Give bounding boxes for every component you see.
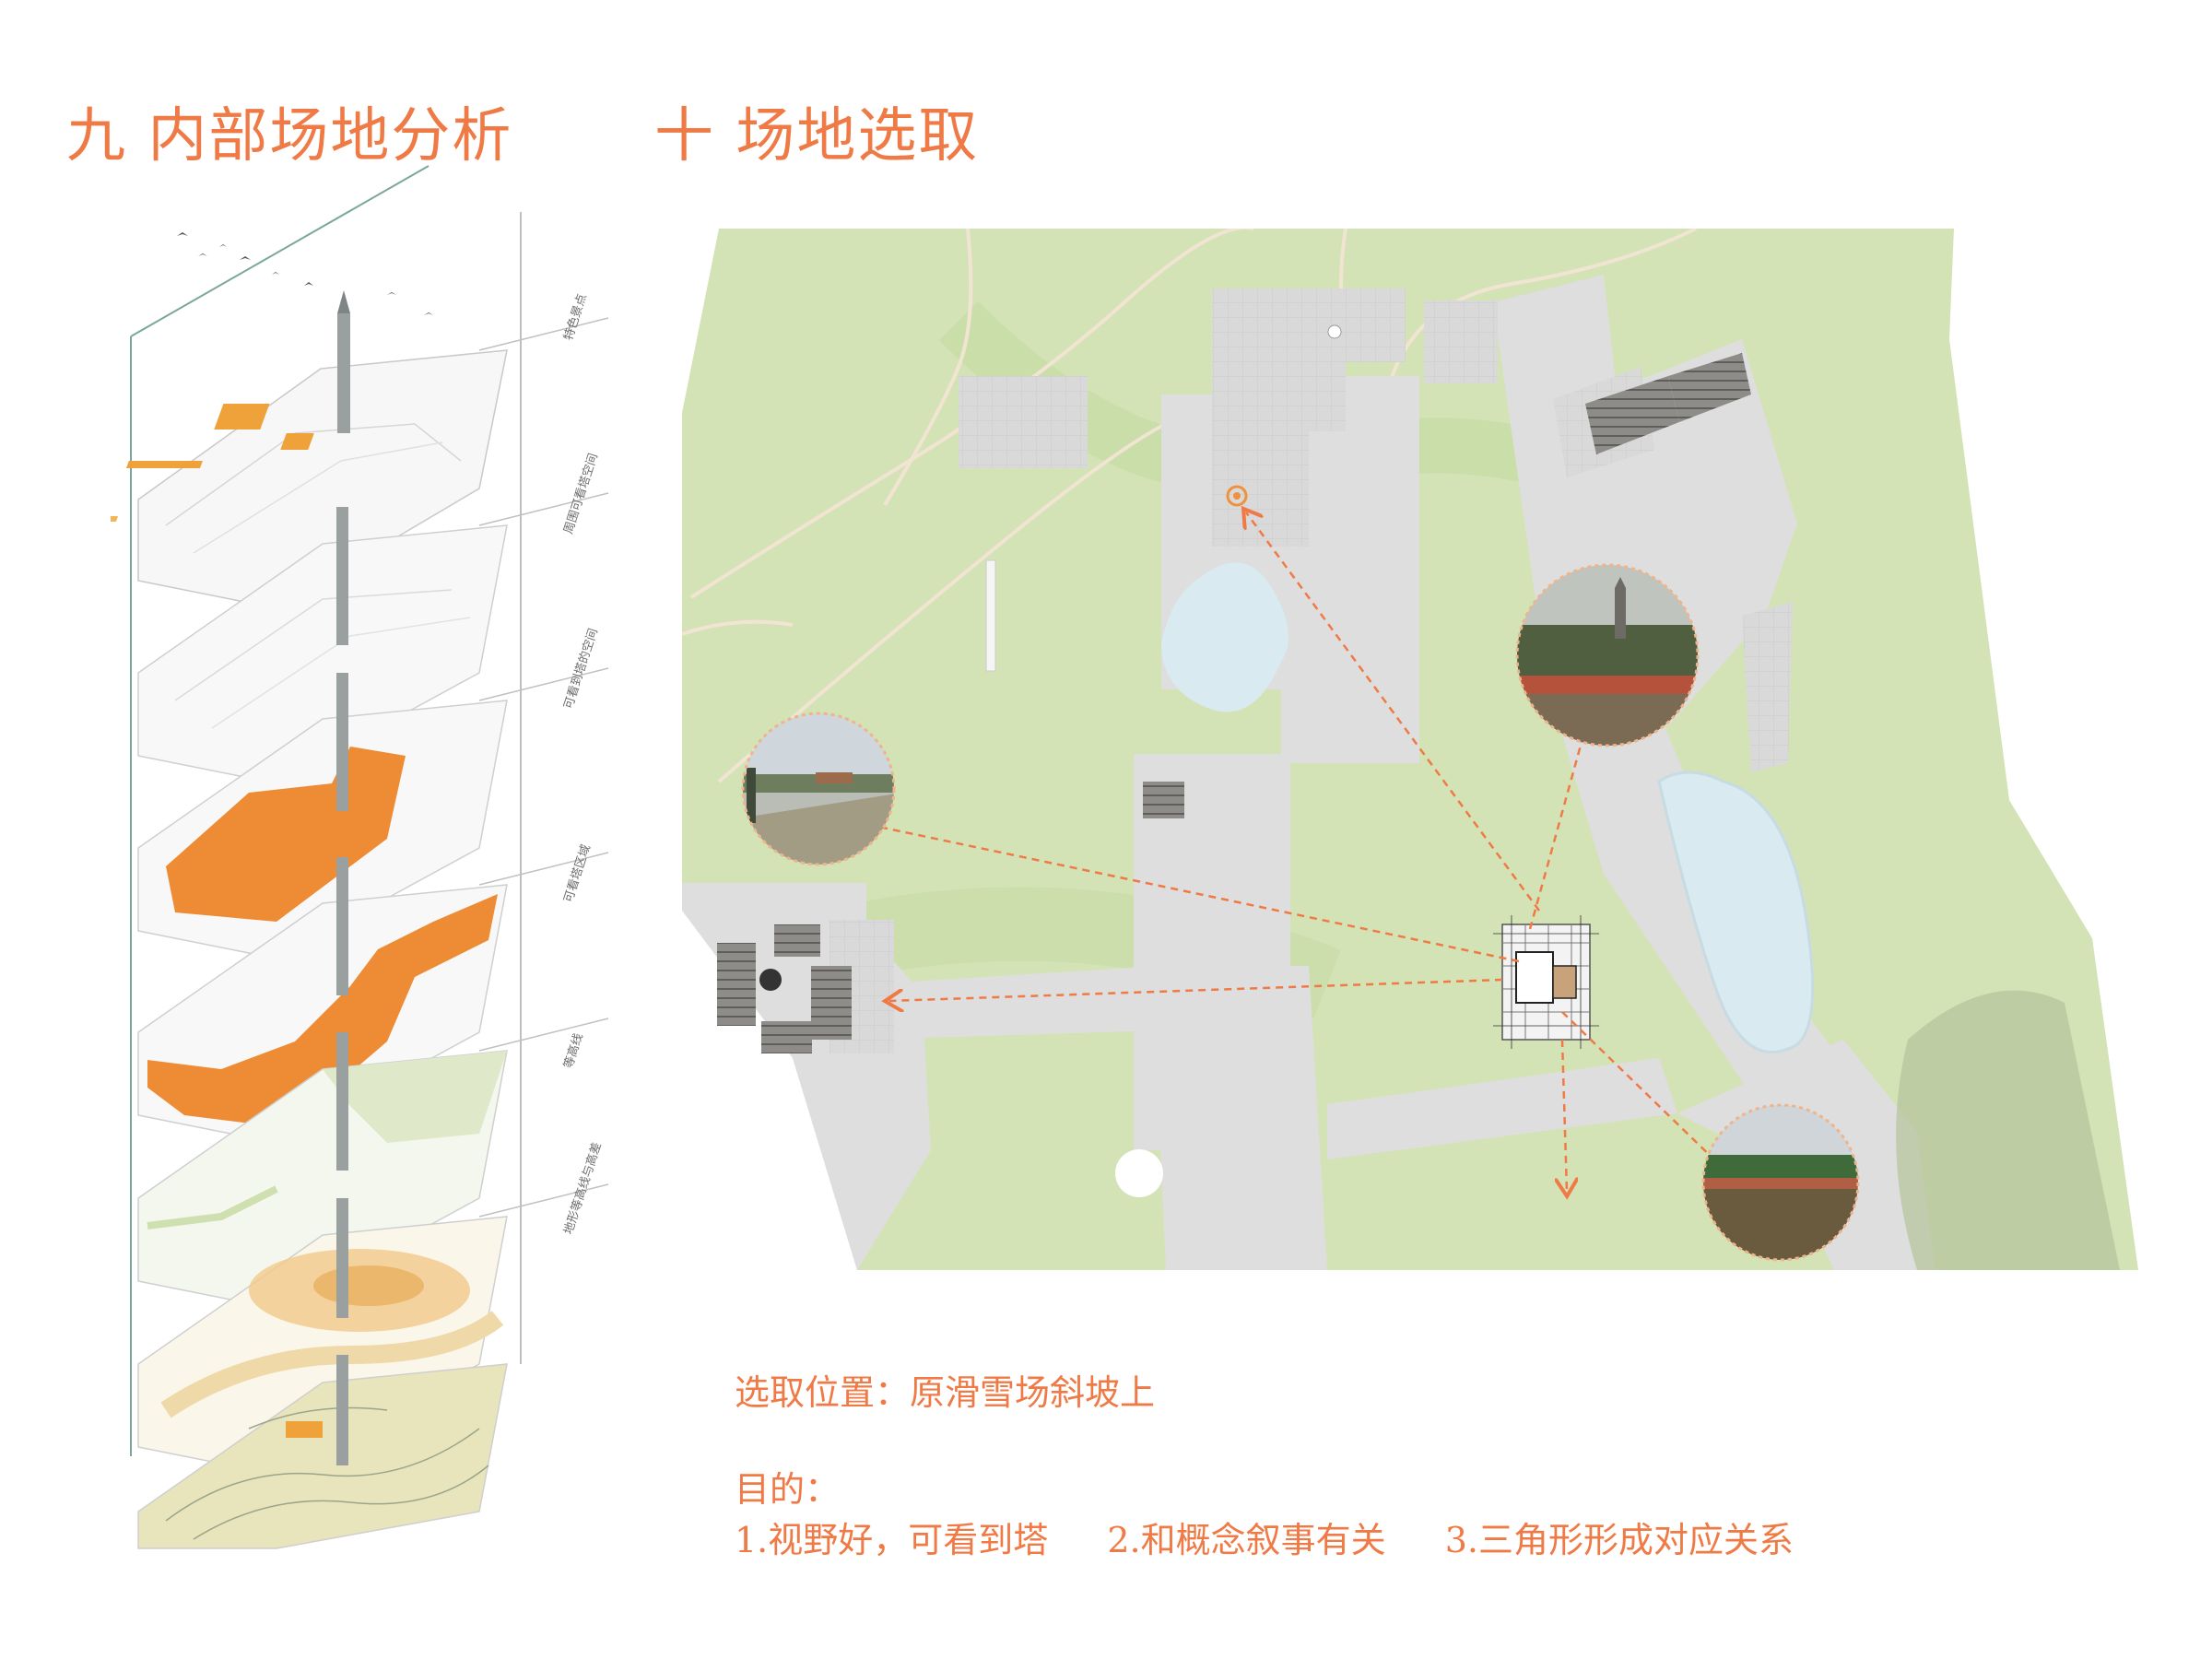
axon-layer-label: 特色景点 — [561, 292, 590, 342]
axon-layer-tower-view-space — [137, 673, 508, 959]
paved-grid-areas — [830, 288, 1793, 1053]
axon-layer-label: 可看到塔的空间 — [561, 627, 601, 712]
axon-layer-contours — [137, 1198, 508, 1476]
axon-layer-label: 地形等高线与高差 — [561, 1140, 605, 1236]
axon-layer-label: 可看塔区域 — [561, 842, 594, 904]
purpose-item: 2.和概念叙事有关 — [1107, 1520, 1386, 1560]
view-photo-3 — [1701, 1103, 1860, 1262]
section-title-site-selection: 十 场地选取 — [654, 102, 980, 171]
tree-cluster — [1896, 990, 2120, 1270]
section-title-internal-site-analysis: 九 内部场地分析 — [66, 102, 513, 171]
pond — [1161, 562, 1288, 712]
exploded-axonometric-diagram: 特色景点 周围可看塔空间 可看到塔的空间 可看塔区域 等高线 — [111, 165, 609, 1549]
site-plan-map — [682, 229, 2138, 1270]
purpose-item: 3.三角形形成对应关系 — [1444, 1520, 1794, 1560]
tower-icon — [337, 313, 350, 433]
axon-layer-terrain-base — [137, 1355, 508, 1549]
axon-layer-label: 等高线 — [561, 1031, 586, 1070]
buildings — [717, 353, 1751, 1053]
tower-marker-icon — [1226, 485, 1248, 507]
selected-site-building — [1493, 915, 1599, 1049]
axon-layer-surrounding-view-space — [137, 507, 508, 784]
site-location-caption: 选取位置：原滑雪场斜坡上 — [735, 1372, 1156, 1413]
purpose-item: 1.视野好，可看到塔 — [735, 1520, 1049, 1560]
sightline-arrows — [883, 512, 1724, 1192]
axon-layer-label: 周围可看塔空间 — [561, 452, 601, 536]
plaza-feature-icon — [759, 969, 782, 991]
lake — [1657, 771, 1815, 1054]
axon-layer-feature-spots — [111, 290, 508, 609]
purpose-list: 1.视野好，可看到塔 2.和概念叙事有关 3.三角形形成对应关系 — [735, 1512, 1841, 1562]
axon-layer-tower-view-area — [137, 857, 508, 1144]
view-photo-2 — [1515, 563, 1700, 747]
birds-icon — [177, 232, 433, 315]
purpose-heading: 目的： — [735, 1469, 841, 1510]
axon-layer-green-area — [137, 1032, 508, 1310]
frame-top-edge — [130, 165, 429, 337]
